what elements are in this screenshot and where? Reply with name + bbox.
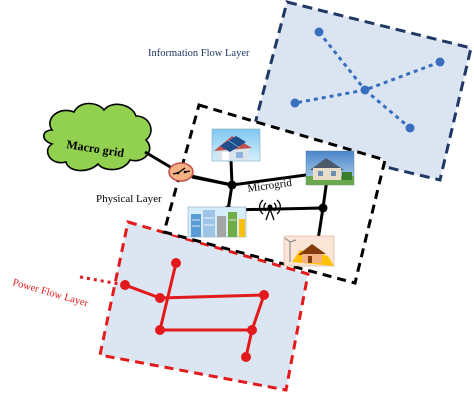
info-node — [405, 123, 415, 133]
physical-layer: Microgrid — [162, 103, 387, 285]
power-node — [155, 293, 165, 303]
power-node — [241, 352, 251, 362]
house-wind-icon — [283, 235, 335, 267]
info-nodes — [290, 27, 445, 133]
power-layer-plane — [98, 220, 310, 392]
antenna-icon — [259, 199, 281, 221]
power-flow-layer — [79, 220, 310, 392]
power-node — [247, 325, 257, 335]
info-node — [290, 98, 300, 108]
physical-layer-label: Physical Layer — [96, 193, 162, 205]
macro-grid-node: Macro grid — [42, 102, 152, 172]
power-node — [155, 325, 165, 335]
info-network — [294, 31, 441, 130]
power-node — [259, 290, 269, 300]
switch-to-microgrid-line — [190, 174, 233, 187]
power-nodes — [120, 258, 269, 362]
macro-to-switch-line — [144, 150, 173, 170]
house-solar-icon — [211, 128, 261, 162]
power-layer-label: Power Flow Layer — [11, 277, 90, 309]
city-buildings-icon — [187, 206, 247, 238]
info-node — [360, 85, 370, 95]
information-layer-label: Information Flow Layer — [148, 48, 250, 59]
power-entry-dotted-line — [79, 275, 126, 287]
info-node — [314, 27, 324, 37]
house-icon — [305, 150, 355, 186]
switch-icon — [168, 162, 194, 182]
power-node — [120, 280, 130, 290]
physical-node — [318, 203, 328, 213]
info-node — [435, 57, 445, 67]
power-node — [171, 258, 181, 268]
macro-grid-cloud — [42, 102, 152, 172]
